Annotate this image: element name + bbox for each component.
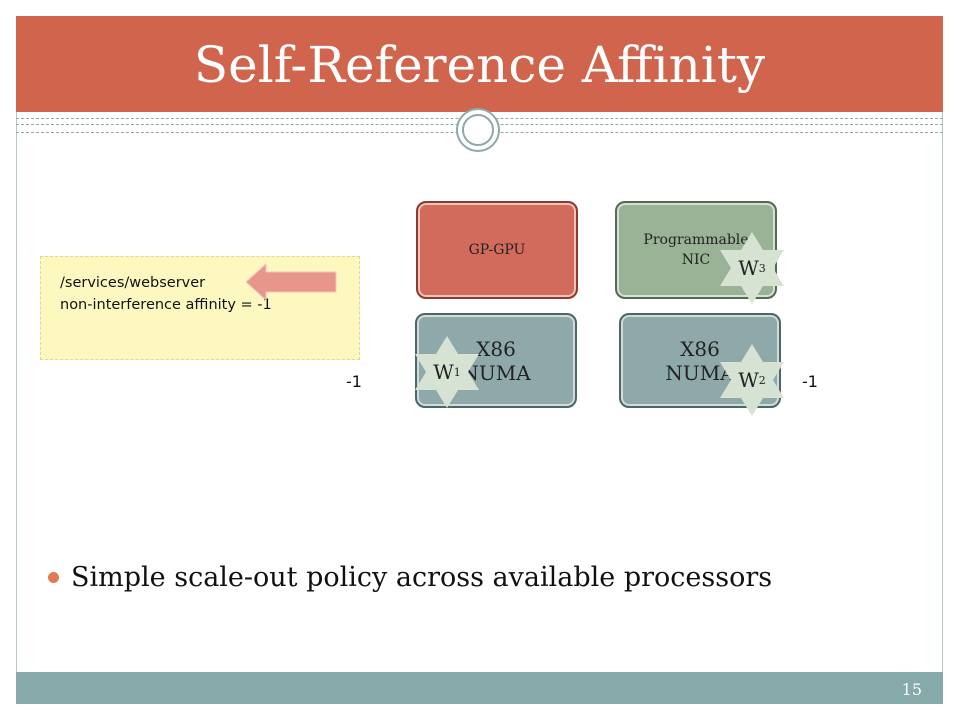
processor-gpgpu-label: GP-GPU xyxy=(468,242,526,258)
affinity-left: -1 xyxy=(346,372,362,391)
title-divider-ring-inner xyxy=(462,114,494,146)
left-arrow-icon xyxy=(246,262,337,302)
processor-gpgpu: GP-GPU xyxy=(416,201,578,299)
footer-bar xyxy=(16,672,943,704)
title-divider-ring xyxy=(456,108,500,152)
note-text: /services/webserver non-interference aff… xyxy=(60,272,272,316)
bullet-text: Simple scale-out policy across available… xyxy=(71,562,773,593)
bullet-dot-icon xyxy=(48,572,59,583)
worker-w2-star-icon xyxy=(720,344,784,416)
page-number: 15 xyxy=(901,680,922,699)
processor-nic-label-line1: Programmable xyxy=(643,232,749,248)
processor-x86-right-line1: X86 xyxy=(680,336,720,361)
affinity-right: -1 xyxy=(802,372,818,391)
title-bar xyxy=(16,16,943,112)
worker-w1-star-icon xyxy=(415,336,479,408)
processor-nic-label-line2: NIC xyxy=(681,252,711,268)
note-box xyxy=(40,256,360,360)
processor-x86-left-line1: X86 xyxy=(476,336,516,361)
note-path: /services/webserver xyxy=(60,275,206,291)
bullet-item: Simple scale-out policy across available… xyxy=(48,562,772,593)
slide-title: Self-Reference Affinity xyxy=(193,36,766,94)
worker-w3-star-icon xyxy=(720,232,784,304)
note-rule: non-interference affinity = -1 xyxy=(60,297,272,313)
